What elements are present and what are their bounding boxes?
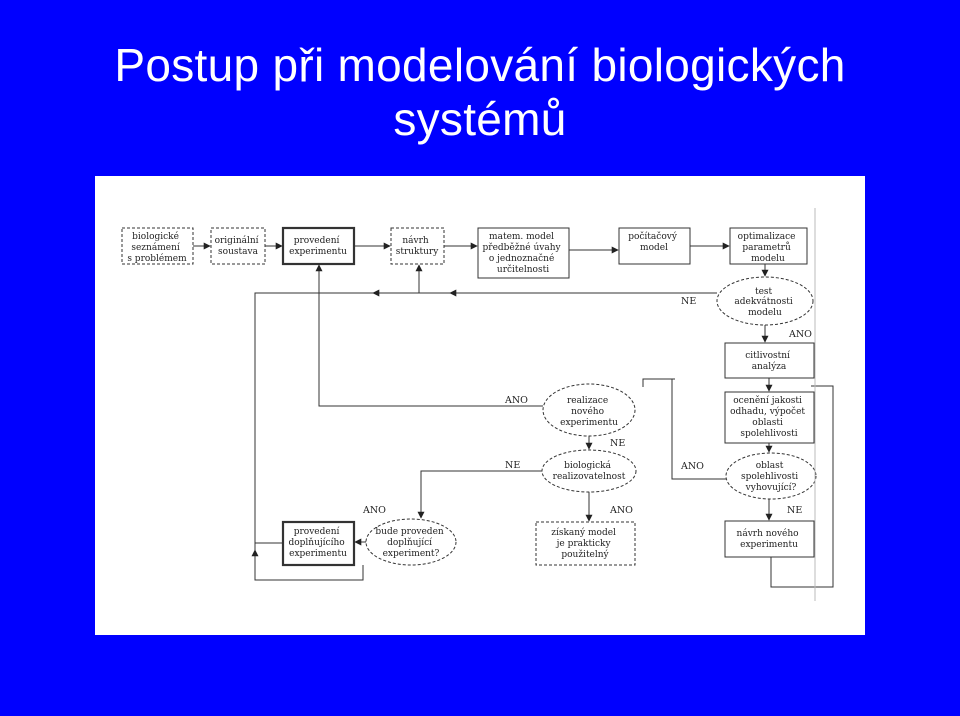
text-reliability-ok: oblast spolehlivosti vyhovující? — [741, 461, 801, 493]
text-supplementary-exp: provedení doplňujícího experimentu — [288, 526, 347, 559]
title-line-2: systémů — [393, 93, 567, 145]
node-math-model — [477, 227, 570, 279]
slide-title: Postup při modelování biologických systé… — [0, 38, 960, 146]
text-bio-realizability: biologická realizovatelnost — [553, 460, 626, 482]
label-ne-test: NE — [681, 296, 696, 307]
text-math-model: matem. model předběžné úvahy o jednoznač… — [483, 232, 564, 275]
node-reliability-ok — [725, 452, 817, 500]
title-line-1: Postup při modelování biologických — [114, 39, 846, 91]
label-ne-realization: NE — [610, 438, 625, 449]
text-sensitivity: citlivostní analýza — [745, 350, 793, 372]
node-will-run-supplementary — [365, 518, 457, 566]
text-run-experiment: provedení experimentu — [289, 235, 347, 257]
node-run-experiment — [281, 226, 356, 266]
node-original-system — [210, 227, 266, 265]
label-ano-bio: ANO — [609, 505, 633, 516]
text-original-system: originální soustava — [215, 235, 262, 257]
text-will-run-supplementary: bude proveden doplňující experiment? — [375, 527, 446, 559]
text-new-experiment-realization: realizace nového experimentu — [560, 396, 618, 428]
connectors — [193, 208, 834, 601]
text-optimization: optimalizace parametrů modelu — [738, 232, 799, 264]
text-new-experiment-design: návrh nového experimentu — [737, 528, 802, 550]
label-ano-supp: ANO — [362, 505, 386, 516]
label-ne-reliability: NE — [787, 505, 802, 516]
node-bio-problems — [121, 227, 194, 265]
flowchart: biologické seznámení s problémem originá… — [121, 208, 834, 601]
text-adequacy-test: test adekvátnosti modelu — [734, 287, 795, 318]
text-structure-design: návrh struktury — [396, 235, 440, 257]
flowchart-panel: biologické seznámení s problémem originá… — [95, 176, 865, 635]
node-structure-design — [390, 227, 445, 265]
node-bio-realizability — [541, 449, 637, 493]
label-ne-bio: NE — [505, 460, 520, 471]
text-computer-model: počítačový model — [628, 231, 680, 253]
label-ano-realization: ANO — [504, 395, 528, 406]
text-bio-problems: biologické seznámení s problémem — [127, 231, 187, 264]
node-optimization — [729, 227, 808, 265]
text-usable-model: získaný model je prakticky použitelný — [551, 527, 619, 560]
node-new-experiment-design — [724, 520, 815, 558]
label-ano-reliability: ANO — [680, 461, 704, 472]
text-quality-estimate: ocenění jakosti odhadu, výpočet oblasti … — [730, 395, 808, 439]
node-usable-model — [535, 521, 636, 566]
label-ano-test: ANO — [788, 329, 812, 340]
